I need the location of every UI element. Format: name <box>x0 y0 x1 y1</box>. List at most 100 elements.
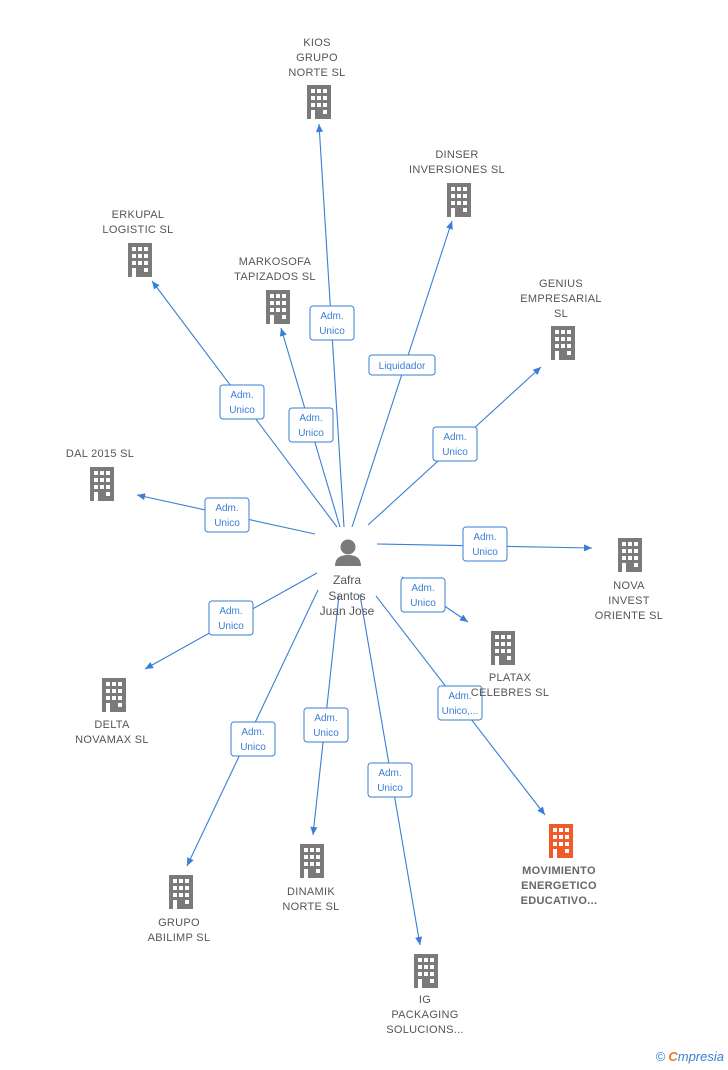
relation-label-text: Adm. <box>241 727 264 738</box>
company-name-line: GENIUS <box>539 278 583 290</box>
relation-label-text: Adm. <box>230 390 253 401</box>
brand-logo-initial: C <box>668 1049 678 1064</box>
company-name-line: GRUPO <box>296 52 338 64</box>
relation-label-box <box>309 305 355 341</box>
relation-label-box <box>462 526 508 562</box>
brand-footer: ©Cmpresia <box>656 1049 724 1064</box>
relation-label-box <box>303 707 349 743</box>
arrowhead-nova <box>583 544 592 552</box>
relation-label-text: Adm. <box>314 713 337 724</box>
arrowhead-movimiento <box>537 806 545 815</box>
relation-label-text: Unico <box>319 326 345 337</box>
relation-label-grupo[interactable]: Adm. Unico <box>230 721 276 757</box>
relation-label-text: Adm. <box>299 413 322 424</box>
company-node-ig[interactable]: IGPACKAGINGSOLUCIONS... <box>386 954 464 1036</box>
company-name-line: MARKOSOFA <box>239 256 312 268</box>
company-name-line: DINAMIK <box>287 886 335 898</box>
relation-label-nova[interactable]: Adm.Unico <box>462 526 508 562</box>
relation-label-text: Liquidador <box>379 361 426 372</box>
relation-label-text: Unico,... <box>442 706 479 717</box>
company-node-nova[interactable]: NOVA INVEST ORIENTE SL <box>595 538 663 622</box>
relation-label-platax[interactable]: Adm. Unico <box>400 577 446 613</box>
relation-label-text: Unico <box>313 728 339 739</box>
company-node-genius[interactable]: GENIUS EMPRESARIAL SL <box>520 278 602 360</box>
person-name-line-1: Zafra <box>333 573 361 587</box>
company-name-line: ORIENTE SL <box>595 610 663 622</box>
relation-label-text: Adm. <box>215 503 238 514</box>
relation-label-text: Unico <box>472 547 498 558</box>
relation-label-dinser[interactable]: Liquidador <box>368 354 436 376</box>
building-icon <box>307 85 331 119</box>
person-icon <box>335 539 361 566</box>
relation-label-text: Adm. <box>320 311 343 322</box>
relation-label-box <box>230 721 276 757</box>
company-node-dal[interactable]: DAL 2015 SL <box>66 448 134 501</box>
building-icon <box>551 326 575 360</box>
building-icon <box>447 183 471 217</box>
relation-label-markosofa[interactable]: Adm.Unico <box>288 407 334 443</box>
relation-label-kios[interactable]: Adm. Unico <box>309 305 355 341</box>
relation-label-delta[interactable]: Adm. Unico <box>208 600 254 636</box>
company-node-kios[interactable]: KIOS GRUPO NORTE SL <box>288 37 345 119</box>
relation-label-ig[interactable]: Adm.Unico <box>367 762 413 798</box>
relation-label-movimiento[interactable]: Adm.Unico,... <box>437 685 483 721</box>
arrowhead-platax <box>459 614 468 622</box>
relation-label-text: Unico <box>214 518 240 529</box>
company-node-erkupal[interactable]: ERKUPAL LOGISTIC SL <box>102 209 173 277</box>
company-name-line: INVEST <box>608 595 650 607</box>
company-name-line: EDUCATIVO... <box>521 895 598 907</box>
relation-label-dinamik[interactable]: Adm. Unico <box>303 707 349 743</box>
building-icon <box>300 844 324 878</box>
company-node-markosofa[interactable]: MARKOSOFA TAPIZADOS SL <box>234 256 316 324</box>
relation-label-text: Unico <box>410 598 436 609</box>
person-name-line-2: Santos <box>328 589 365 603</box>
relation-label-text: Unico <box>377 783 403 794</box>
relation-label-text: Unico <box>240 742 266 753</box>
company-name-line: EMPRESARIAL <box>520 293 602 305</box>
relation-label-dal[interactable]: Adm. Unico <box>204 497 250 533</box>
building-icon <box>169 875 193 909</box>
company-name-line: NORTE SL <box>288 67 345 79</box>
relation-label-genius[interactable]: Adm.Unico <box>432 426 478 462</box>
relation-label-text: Adm. <box>443 432 466 443</box>
building-icon <box>128 243 152 277</box>
company-name-line: TAPIZADOS SL <box>234 271 316 283</box>
arrowhead-dal <box>137 493 146 501</box>
person-name-line-3: Juan Jose <box>320 604 375 618</box>
arrowhead-erkupal <box>152 281 160 290</box>
arrowhead-markosofa <box>279 328 287 337</box>
relation-label-text: Unico <box>229 405 255 416</box>
company-name-line: INVERSIONES SL <box>409 164 505 176</box>
person-node[interactable]: Zafra Santos Juan Jose <box>320 539 375 619</box>
arrowhead-dinser <box>446 221 453 230</box>
company-name-line: ERKUPAL <box>112 209 165 221</box>
relation-label-box <box>368 354 436 376</box>
company-name-line: LOGISTIC SL <box>102 224 173 236</box>
company-name-line: ENERGETICO <box>521 880 597 892</box>
company-name-line: CELEBRES SL <box>471 687 550 699</box>
relation-label-text: Adm. <box>411 583 434 594</box>
relation-label-box <box>219 384 265 420</box>
relation-label-erkupal[interactable]: Adm. Unico <box>219 384 265 420</box>
building-icon <box>491 631 515 665</box>
company-name-line: ABILIMP SL <box>148 932 211 944</box>
company-node-movimiento[interactable]: MOVIMIENTOENERGETICOEDUCATIVO... <box>521 824 598 907</box>
relation-label-text: Adm. <box>219 606 242 617</box>
relation-label-box <box>208 600 254 636</box>
company-name-line: NOVA <box>613 580 645 592</box>
relation-label-text: Unico <box>218 621 244 632</box>
building-icon <box>549 824 573 858</box>
company-name-line: DINSER <box>435 149 478 161</box>
relation-label-box <box>432 426 478 462</box>
company-node-dinser[interactable]: DINSER INVERSIONES SL <box>409 149 505 217</box>
building-icon <box>266 290 290 324</box>
company-name-line: SL <box>554 308 568 320</box>
relation-label-box <box>204 497 250 533</box>
building-icon <box>90 467 114 501</box>
company-name-line: KIOS <box>303 37 331 49</box>
